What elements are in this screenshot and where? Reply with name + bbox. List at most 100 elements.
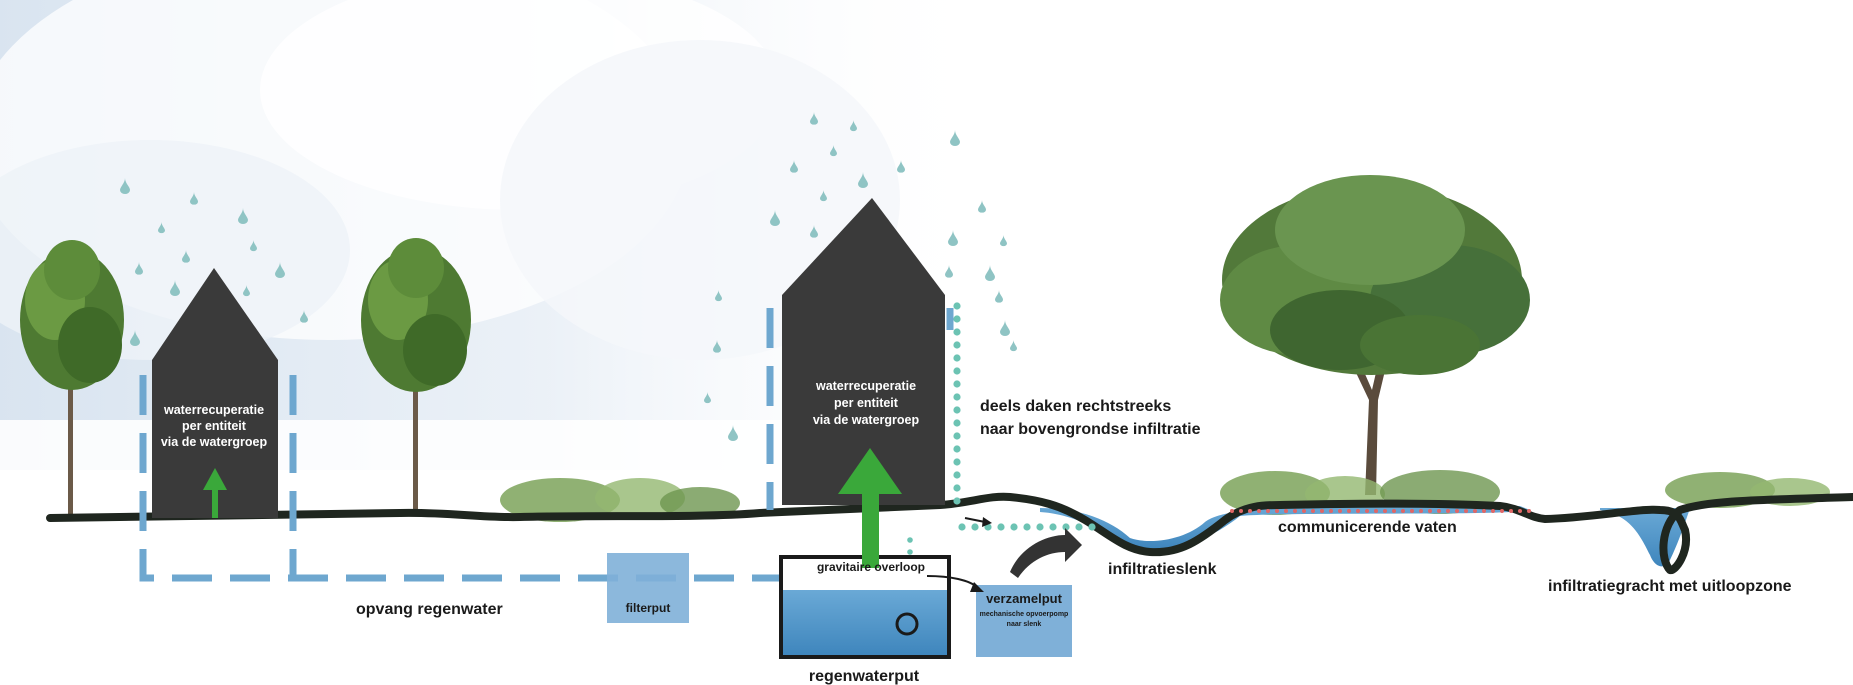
green-arrow-right	[838, 448, 902, 568]
communicerende-dot	[1374, 509, 1378, 513]
communicerende-dot	[1464, 509, 1468, 513]
infiltratieslenk-water	[1040, 505, 1530, 549]
flow-dot	[953, 471, 961, 479]
verzamelput-label: verzamelput	[986, 591, 1063, 606]
communicerende-dot	[1320, 509, 1324, 513]
verzamelput-sub-2: naar slenk	[1007, 621, 1042, 628]
regenwaterput-tank	[779, 555, 951, 659]
flow-dot	[1062, 523, 1070, 531]
communicerende-dot	[1383, 509, 1387, 513]
ground-line	[46, 492, 1853, 574]
communicerende-dot	[1338, 509, 1342, 513]
house-right	[782, 198, 945, 505]
house-right-line-1: waterrecuperatie	[815, 379, 916, 393]
communicerende-dot	[1275, 509, 1279, 513]
house-left-line-2: per entiteit	[182, 419, 247, 433]
flow-dot	[953, 315, 961, 323]
verzamelput-sub-1: mechanische opvoerpomp	[980, 611, 1069, 618]
tree-middle	[361, 238, 471, 510]
green-arrow-left	[203, 468, 227, 518]
flow-dot	[953, 497, 961, 505]
communicerende-dot	[1509, 509, 1513, 513]
flow-dot	[1010, 523, 1018, 531]
roof-runoff-arrow	[964, 517, 992, 527]
communicerende-dot	[1293, 509, 1297, 513]
communicerende-dot	[1365, 509, 1369, 513]
flow-dot	[997, 523, 1005, 531]
house-left-label: waterrecuperatie per entiteit via de wat…	[161, 403, 268, 449]
communicerende-dot	[1482, 509, 1486, 513]
communicerende-dot	[1239, 509, 1243, 513]
communicerende-dot	[1527, 509, 1531, 513]
communicerende-dot	[1329, 509, 1333, 513]
infiltratieslenk-label: infiltratieslenk	[1108, 561, 1217, 578]
flow-dot	[958, 523, 966, 531]
house-left-line-3: via de watergroep	[161, 435, 268, 449]
communicerende-label: communicerende vaten	[1278, 519, 1457, 536]
house-left	[152, 268, 278, 518]
communicerende-dot	[1347, 509, 1351, 513]
flow-dot	[1023, 523, 1031, 531]
communicerende-dot	[1410, 509, 1414, 513]
house-right-line-2: per entiteit	[834, 396, 899, 410]
filterput-box	[607, 553, 689, 623]
communicerende-dot	[1257, 509, 1261, 513]
infiltratiegracht-label: infiltratiegracht met uitloopzone	[1548, 578, 1792, 595]
flow-dot	[953, 341, 961, 349]
flow-dot	[1075, 523, 1083, 531]
communicerende-dot	[1311, 509, 1315, 513]
communicerende-dot	[1500, 509, 1504, 513]
flow-dot	[907, 549, 913, 555]
rain-drop	[1000, 320, 1010, 336]
communicerende-dot	[1518, 509, 1522, 513]
communicerende-dot	[1437, 509, 1441, 513]
flow-dot	[953, 484, 961, 492]
rain-drop	[1010, 340, 1017, 352]
flow-dot	[953, 354, 961, 362]
flow-dot	[953, 406, 961, 414]
tree-left	[20, 240, 124, 520]
communicerende-dot	[1419, 509, 1423, 513]
house-left-line-1: waterrecuperatie	[163, 403, 264, 417]
roofs-line-1: deels daken rechtstreeks	[980, 398, 1171, 415]
communicerende-dot	[1428, 509, 1432, 513]
communicerende-dot	[1302, 509, 1306, 513]
rain-drop	[1000, 235, 1007, 247]
communicerende-dot	[1473, 509, 1477, 513]
flow-dot	[953, 367, 961, 375]
gravitaire-label: gravitaire overloop	[817, 560, 925, 574]
flow-dot	[953, 328, 961, 336]
flow-dot	[1049, 523, 1057, 531]
flow-dot	[953, 380, 961, 388]
flow-dot	[953, 458, 961, 466]
flow-dot	[907, 537, 913, 543]
communicerende-dot	[1230, 509, 1234, 513]
filterput-label: filterput	[626, 601, 671, 615]
flow-dot	[953, 393, 961, 401]
communicerende-dot	[1248, 509, 1252, 513]
tree-right	[1220, 175, 1530, 495]
verzamelput-box	[976, 585, 1072, 657]
flow-dot	[953, 419, 961, 427]
communicerende-dot	[1266, 509, 1270, 513]
pump-arrow	[1010, 528, 1082, 578]
communicerende-dot	[1401, 509, 1405, 513]
regenwaterput-label: regenwaterput	[809, 668, 920, 685]
flow-dot	[953, 302, 961, 310]
communicerende-dot	[1491, 509, 1495, 513]
flow-dot	[1088, 523, 1096, 531]
house-right-line-3: via de watergroep	[813, 413, 920, 427]
roofs-label: deels daken rechtstreeks naar bovengrond…	[980, 398, 1201, 438]
communicerende-dots	[1230, 509, 1531, 513]
flow-dot	[971, 523, 979, 531]
flow-dot	[1036, 523, 1044, 531]
house-right-label: waterrecuperatie per entiteit via de wat…	[813, 379, 920, 427]
communicerende-dot	[1455, 509, 1459, 513]
overflow-arrow	[926, 575, 984, 592]
communicerende-dot	[1392, 509, 1396, 513]
communicerende-dot	[1284, 509, 1288, 513]
opvang-label: opvang regenwater	[356, 601, 503, 618]
roofs-line-2: naar bovengrondse infiltratie	[980, 421, 1201, 438]
